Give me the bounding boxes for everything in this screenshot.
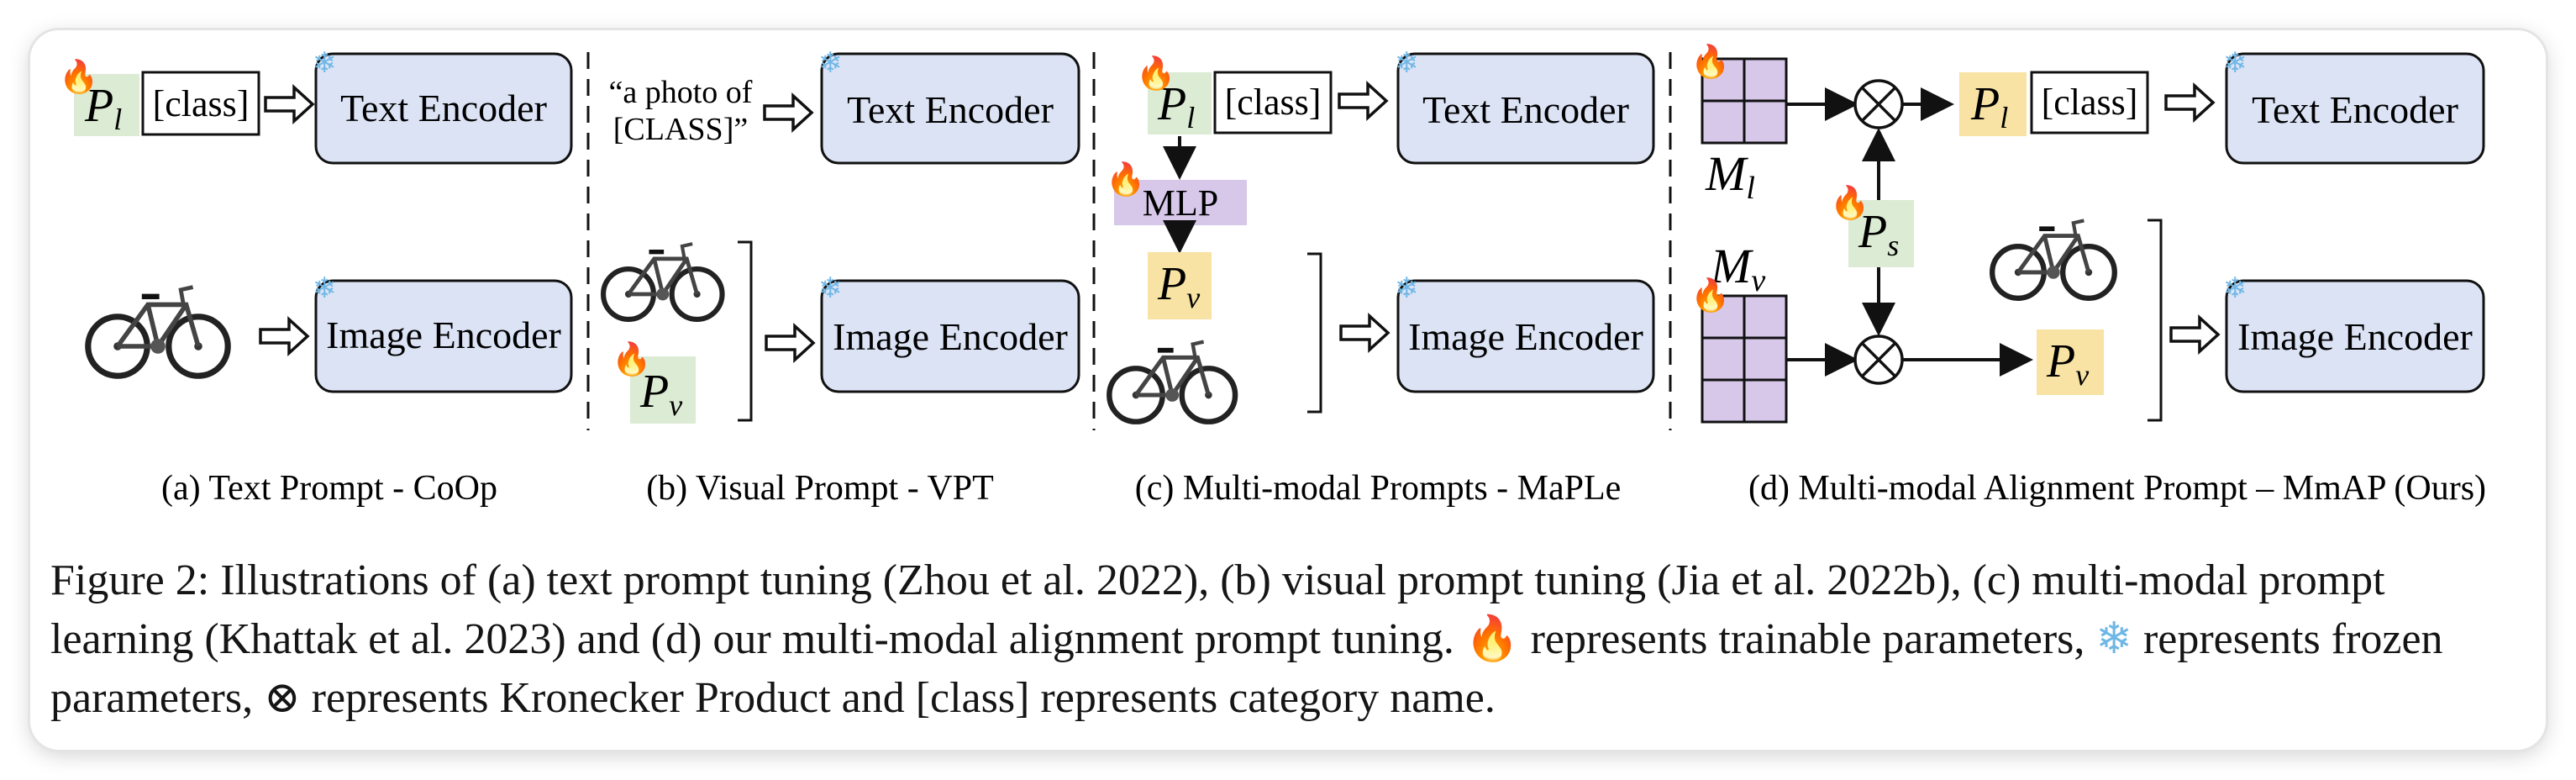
prompt-pl-box (74, 74, 139, 136)
snowflake-icon: ❄ (1395, 273, 1419, 304)
prompt-pl: Pl (84, 80, 122, 136)
arrow-icon (763, 94, 813, 131)
text-encoder-label: Text Encoder (340, 87, 547, 129)
prompt-ps-box (1848, 200, 1914, 267)
image-encoder-box (2225, 279, 2485, 393)
image-encoder-label: Image Encoder (833, 315, 1068, 358)
arrow-icon (2169, 316, 2220, 353)
bicycle-image (1109, 342, 1235, 422)
matrix-ml (1701, 57, 1788, 145)
arrow-icon (259, 318, 309, 355)
figure-caption: Figure 2: Illustrations of (a) text prom… (50, 551, 2537, 728)
matrix-mv (1701, 294, 1788, 424)
image-encoder-label: Image Encoder (1408, 315, 1643, 358)
class-token-box (141, 71, 260, 136)
image-encoder-box (1396, 279, 1655, 393)
caption-text-3: represents frozen parameters, ⊗ represen… (50, 615, 2443, 722)
prompt-pl-box (1148, 72, 1212, 134)
text-encoder-label: Text Encoder (847, 88, 1054, 131)
arrow-icon (1338, 82, 1388, 119)
kronecker-cross (1860, 86, 1897, 123)
text-encoder-label: Text Encoder (2252, 88, 2458, 131)
prompt-pv-box (1148, 252, 1212, 319)
subcaption-c: (c) Multi-modal Prompts - MaPLe (1135, 469, 1622, 508)
bicycle-image (88, 287, 228, 377)
panel-d: 🔥 Ml Mv 🔥 Ps 🔥 (1690, 43, 2485, 424)
prompt-pl: Pl (1970, 78, 2008, 134)
arrow-icon (264, 86, 314, 123)
text-encoder-box (314, 52, 573, 165)
prompt-pv: Pv (1157, 258, 1200, 314)
panel-b: “a photo of [CLASS]” Text Encoder ❄ Pv 🔥… (603, 48, 1080, 424)
bicycle-image (603, 244, 722, 319)
text-encoder-box (2225, 52, 2485, 165)
snowflake-icon: ❄ (2095, 615, 2132, 663)
snowflake-icon: ❄ (2223, 48, 2247, 79)
caption-text-1: Figure 2: Illustrations of (a) text prom… (50, 556, 2385, 663)
prompt-pv: Pv (639, 366, 682, 422)
arrow-icon (765, 324, 815, 361)
image-encoder-label: Image Encoder (2237, 315, 2473, 358)
subcaption-b: (b) Visual Prompt - VPT (646, 469, 994, 508)
class-token-box (1213, 71, 1333, 134)
mlp-label: MLP (1143, 182, 1218, 224)
text-encoder-box (1396, 52, 1655, 165)
bracket (2148, 219, 2163, 422)
class-token: [class] (2042, 82, 2138, 123)
fire-icon: 🔥 (1106, 161, 1145, 198)
prompt-template-line1: “a photo of (609, 75, 753, 110)
bracket (1307, 252, 1322, 414)
image-encoder-label: Image Encoder (326, 314, 561, 356)
kronecker-cross (1860, 341, 1897, 378)
prompt-pv-box (630, 356, 696, 424)
text-encoder-box (820, 52, 1080, 165)
panel-a: Pl 🔥 [class] Text Encoder ❄ Image Encode… (59, 48, 573, 393)
snowflake-icon: ❄ (818, 273, 843, 304)
caption-text-2: represents trainable parameters, (1530, 615, 2085, 663)
fire-icon: 🔥 (1464, 615, 1520, 663)
matrix-mv-label: Mv (1710, 239, 1765, 298)
subcaption-a: (a) Text Prompt - CoOp (161, 469, 497, 508)
bicycle-image (1992, 220, 2115, 298)
fire-icon: 🔥 (612, 340, 651, 377)
prompt-ps: Ps (1858, 206, 1899, 262)
text-encoder-label: Text Encoder (1422, 88, 1629, 131)
prompt-pl-box (1959, 72, 2027, 136)
snowflake-icon: ❄ (1395, 48, 1419, 79)
figure-diagram: Pl 🔥 [class] Text Encoder ❄ Image Encode… (59, 43, 2486, 508)
bracket (738, 240, 753, 422)
arrow-icon (2164, 84, 2215, 121)
fire-icon: 🔥 (1690, 277, 1730, 314)
panel-c: Pl 🔥 [class] Text Encoder ❄ MLP 🔥 Pv Ima… (1106, 48, 1655, 422)
snowflake-icon: ❄ (818, 48, 843, 79)
prompt-pl: Pl (1157, 78, 1195, 134)
class-token: [class] (1225, 82, 1322, 123)
image-encoder-box (314, 279, 573, 393)
subcaption-d: (d) Multi-modal Alignment Prompt – MmAP … (1748, 469, 2486, 508)
snowflake-icon: ❄ (313, 48, 337, 79)
fire-icon: 🔥 (1830, 184, 1869, 221)
prompt-pv: Pv (2046, 335, 2089, 392)
prompt-template-line2: [CLASS]” (613, 112, 748, 147)
class-token: [class] (153, 83, 250, 124)
snowflake-icon: ❄ (313, 273, 337, 304)
snowflake-icon: ❄ (2223, 273, 2247, 304)
mlp-box (1114, 180, 1247, 225)
fire-icon: 🔥 (1136, 55, 1175, 92)
matrix-ml-label: Ml (1705, 146, 1755, 206)
fire-icon: 🔥 (59, 58, 98, 95)
class-token-box (2030, 71, 2149, 134)
fire-icon: 🔥 (1690, 43, 1730, 80)
image-encoder-box (820, 279, 1080, 393)
arrow-icon (1339, 314, 1390, 351)
prompt-pv-box (2037, 329, 2104, 395)
